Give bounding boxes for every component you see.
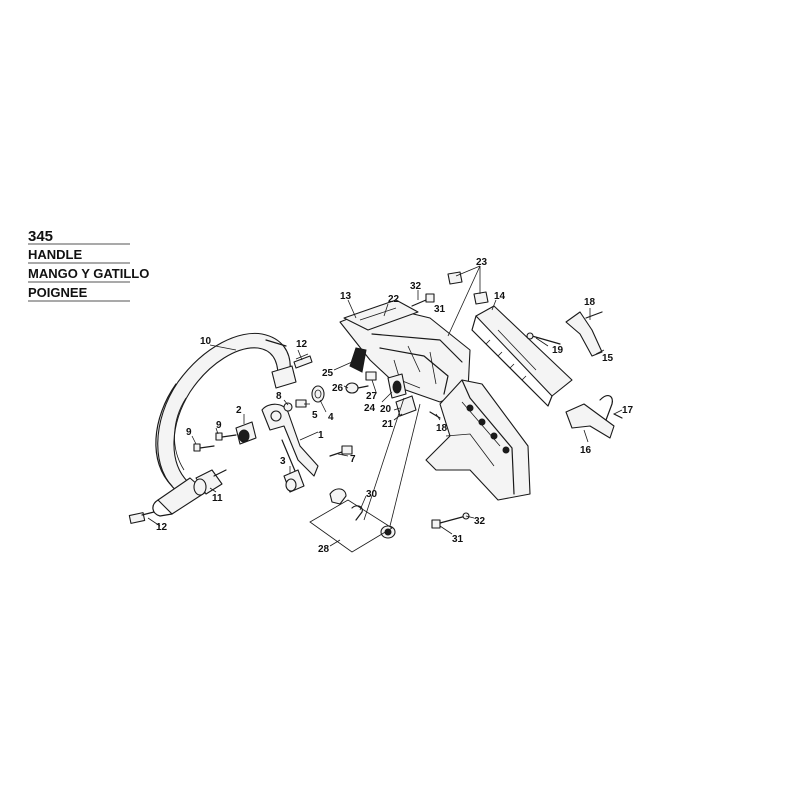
handle-grip-insert [471,305,573,407]
model-number: 345 [28,228,53,245]
screw-31-32-top [411,293,435,307]
callout-2: 2 [236,405,242,416]
callout-11: 11 [212,493,223,504]
callout-17: 17 [622,405,634,416]
handle-bolt-upper [293,353,313,369]
plug-26 [345,382,369,394]
callout-13: 13 [340,291,352,302]
fuel-cap-30 [329,488,363,521]
spacer-5 [295,399,307,408]
washer-28 [380,525,396,539]
callout-18-lower: 18 [436,423,448,434]
nut-4 [311,385,325,403]
callout-4: 4 [328,412,334,423]
callout-21: 21 [382,419,394,430]
callout-28: 28 [318,544,330,555]
callout-3: 3 [280,456,286,467]
callout-9-right: 9 [216,420,222,431]
washer-8 [283,402,293,412]
handle-bolt-lower [128,511,155,524]
callout-14: 14 [494,291,506,302]
throttle-trigger [526,311,603,357]
callout-31-lower: 31 [452,534,464,545]
callout-10: 10 [200,336,212,347]
bushing [235,421,257,445]
vibration-mount [193,469,227,496]
callout-labels: 10 12 13 22 32 31 23 14 18 19 15 25 26 2… [156,257,634,555]
leader-lines [147,265,623,547]
callout-9-left: 9 [186,427,192,438]
cover-plate [343,299,419,331]
bushing-20 [395,395,417,417]
trigger-interlock [565,395,623,439]
callout-23: 23 [476,257,488,268]
callout-27: 27 [366,391,378,402]
callout-7: 7 [350,454,356,465]
callout-1: 1 [318,430,324,441]
callout-25: 25 [322,368,334,379]
callout-30: 30 [366,489,378,500]
callout-19: 19 [552,345,564,356]
grommet [283,469,305,493]
callout-18-upper: 18 [584,297,596,308]
title-block: 345 HANDLE MANGO Y GATILLO POIGNEE [28,228,149,302]
callout-24: 24 [364,403,376,414]
screw-31-32-bottom [431,512,470,529]
callout-31-upper: 31 [434,304,446,315]
callout-32-upper: 32 [410,281,422,292]
title-french: POIGNEE [28,285,88,300]
callout-22: 22 [388,294,400,305]
clip-23-upper [447,271,463,285]
kit-28-outline [309,499,393,553]
main-housing-body [425,379,531,501]
callout-8: 8 [276,391,282,402]
title-spanish: MANGO Y GATILLO [28,266,149,281]
block-24 [387,373,407,399]
bolt-7 [329,445,353,457]
callout-12-upper: 12 [296,339,308,350]
callout-15: 15 [602,353,614,364]
throttle-lever [349,347,367,373]
callout-16: 16 [580,445,592,456]
title-english: HANDLE [28,247,82,262]
callout-32-lower: 32 [474,516,486,527]
plug-27 [365,371,377,381]
clip-23-lower [473,291,489,305]
callout-5: 5 [312,410,318,421]
callout-20: 20 [380,404,392,415]
screw-9-left [193,443,215,452]
screw-9-right [215,432,237,441]
callout-12-lower: 12 [156,522,168,533]
callout-26: 26 [332,383,344,394]
